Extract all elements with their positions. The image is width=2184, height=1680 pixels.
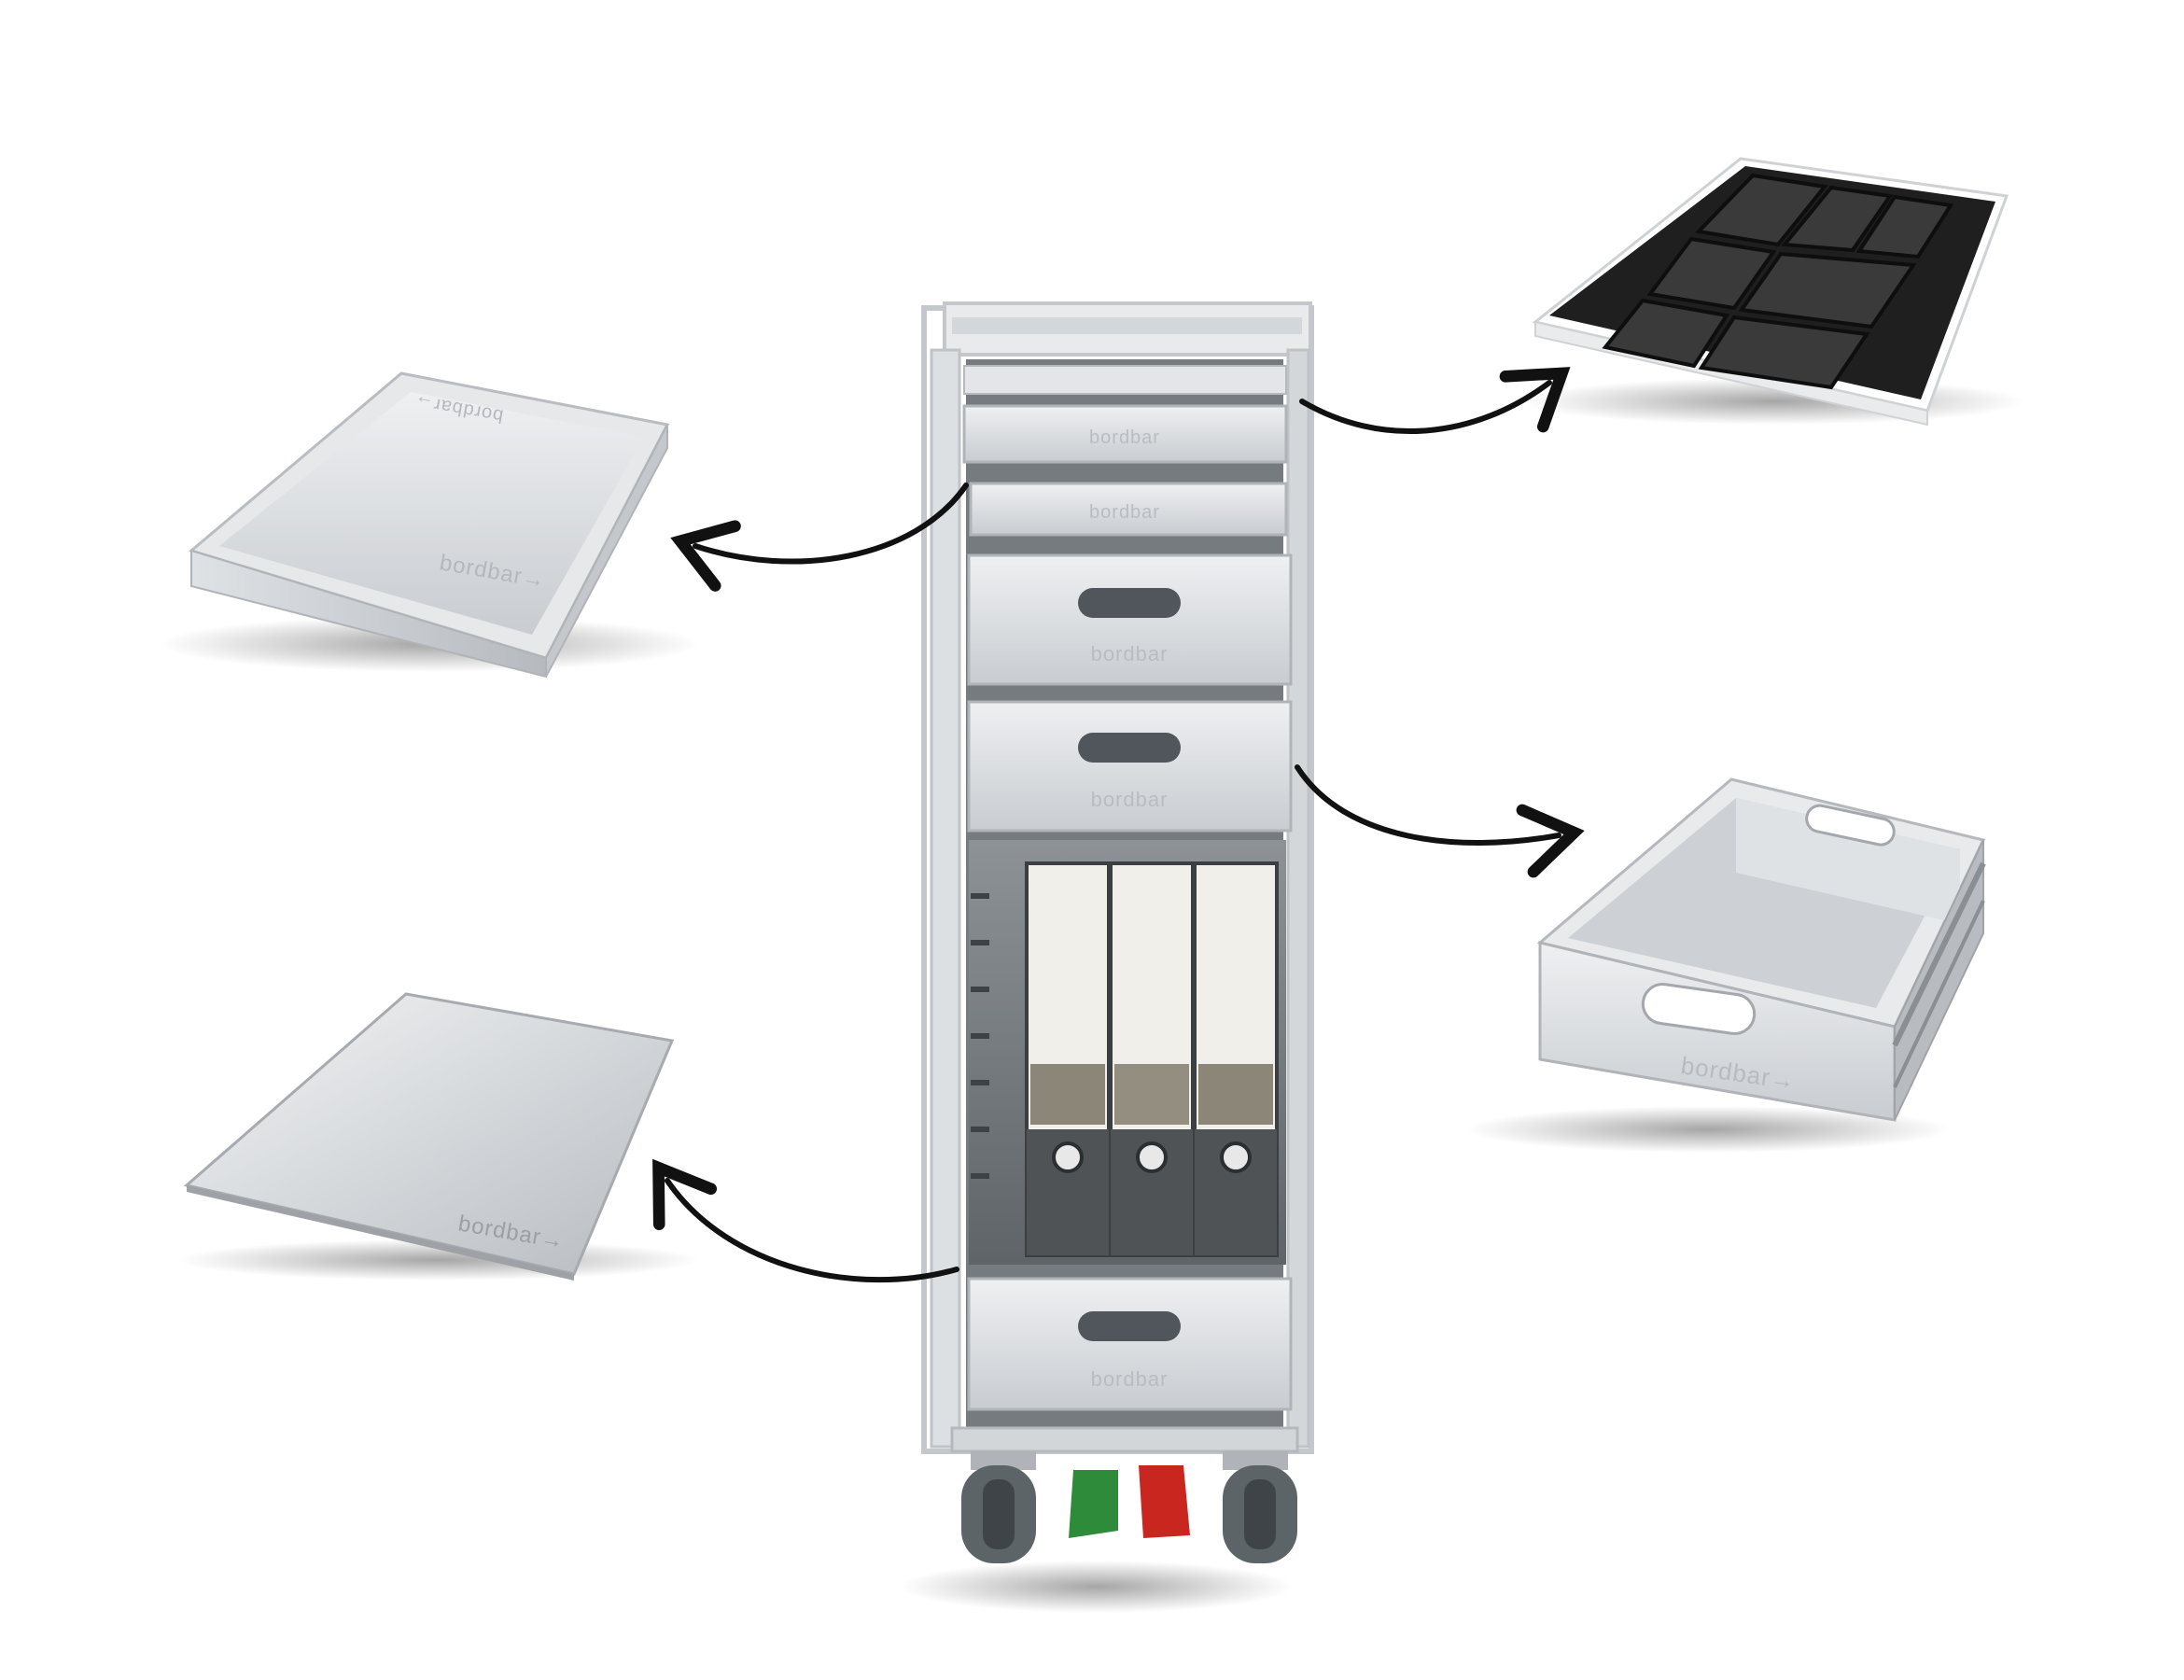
trolley-handle-drawer-1: bordbar	[967, 553, 1293, 686]
bordbar-trolley-image: bordbar bordbar bordbar bordbar	[901, 301, 1314, 1613]
arrow-to-shallow-tray	[670, 483, 969, 592]
trolley-bottom-drawer: bordbar	[967, 1277, 1293, 1411]
drawer-brand-label: bordbar	[1091, 642, 1169, 665]
aluminium-drawer-with-handles-image: bordbar→	[1465, 777, 1986, 1153]
shallow-aluminium-tray-image: bordbar→ bordbar→	[159, 371, 700, 679]
binder-2	[1109, 861, 1195, 1257]
wheel-right	[1223, 1451, 1297, 1563]
drawer-brand-label: bordbar	[1091, 788, 1169, 811]
arrow-to-cutlery-insert	[1299, 367, 1571, 434]
red-brake-pedal	[1139, 1465, 1190, 1538]
flat-aluminium-plate-image: bordbar→	[177, 992, 700, 1281]
trolley-flat-drawer-2: bordbar	[969, 482, 1288, 537]
binder-3	[1193, 861, 1279, 1257]
cutlery-insert-tray-image	[1521, 157, 2025, 427]
connector-arrows	[652, 367, 1585, 1283]
green-brake-pedal	[1069, 1470, 1118, 1538]
drawer-brand-label: bordbar	[1089, 502, 1160, 523]
drawer-brand-label: bordbar	[1091, 1367, 1169, 1391]
drawer-brand-label: bordbar	[1089, 427, 1160, 448]
trolley-handle-drawer-2: bordbar	[967, 700, 1293, 833]
arrow-to-flat-plate	[652, 1158, 959, 1283]
wheel-left	[961, 1451, 1036, 1563]
binder-1	[1025, 861, 1111, 1257]
trolley-flat-drawer-1: bordbar	[962, 404, 1288, 464]
arrow-to-aluminium-drawer	[1295, 764, 1585, 878]
